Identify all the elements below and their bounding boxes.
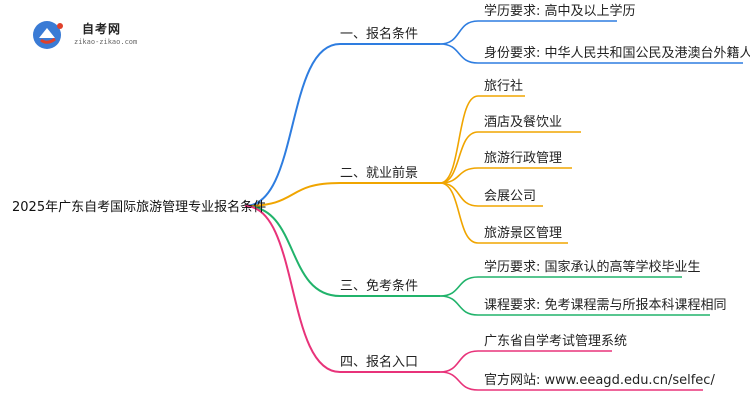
connector-links xyxy=(244,20,743,391)
branch-label: 三、免考条件 xyxy=(340,278,418,294)
leaf-connector xyxy=(439,350,612,373)
leaf-label: 官方网站: www.eeagd.edu.cn/selfec/ xyxy=(484,372,715,388)
logo-title: 自考网 xyxy=(82,22,122,36)
leaf-connector xyxy=(439,95,525,184)
site-logo[interactable]: 自考网 zikao-zikao.com xyxy=(30,18,140,52)
leaf-label: 旅游景区管理 xyxy=(484,226,562,241)
leaf-label: 酒店及餐饮业 xyxy=(484,114,562,130)
leaf-connector xyxy=(439,131,581,184)
root-topic: 2025年广东自考国际旅游管理专业报名条件 xyxy=(12,199,266,215)
leaf-connector xyxy=(439,167,572,184)
leaf-connector xyxy=(439,43,743,64)
branch-label: 四、报名入口 xyxy=(340,354,418,370)
leaf-label: 学历要求: 国家承认的高等学校毕业生 xyxy=(484,259,701,275)
leaf-connector xyxy=(439,182,568,244)
branch-connector xyxy=(244,205,440,297)
branch-connector xyxy=(244,182,440,207)
leaf-connector xyxy=(439,295,710,316)
leaf-label: 身份要求: 中华人民共和国公民及港澳台外籍人士 xyxy=(484,45,750,61)
leaf-label: 会展公司 xyxy=(484,189,536,204)
leaf-connector xyxy=(439,182,543,207)
leaf-label: 旅游行政管理 xyxy=(484,151,562,166)
leaf-connector xyxy=(439,371,703,391)
branch-connector xyxy=(244,43,440,207)
logo-subtitle: zikao-zikao.com xyxy=(74,38,138,46)
leaf-connector xyxy=(439,20,617,45)
branch-label: 二、就业前景 xyxy=(340,165,418,181)
logo-mark-icon xyxy=(33,21,63,49)
leaf-connector xyxy=(439,276,682,297)
leaf-label: 课程要求: 免考课程需与所报本科课程相同 xyxy=(484,298,727,313)
leaf-label: 旅行社 xyxy=(484,78,523,94)
leaf-label: 广东省自学考试管理系统 xyxy=(484,333,627,349)
leaf-label: 学历要求: 高中及以上学历 xyxy=(484,3,636,19)
branch-label: 一、报名条件 xyxy=(340,26,418,42)
branch-connector xyxy=(244,205,440,373)
